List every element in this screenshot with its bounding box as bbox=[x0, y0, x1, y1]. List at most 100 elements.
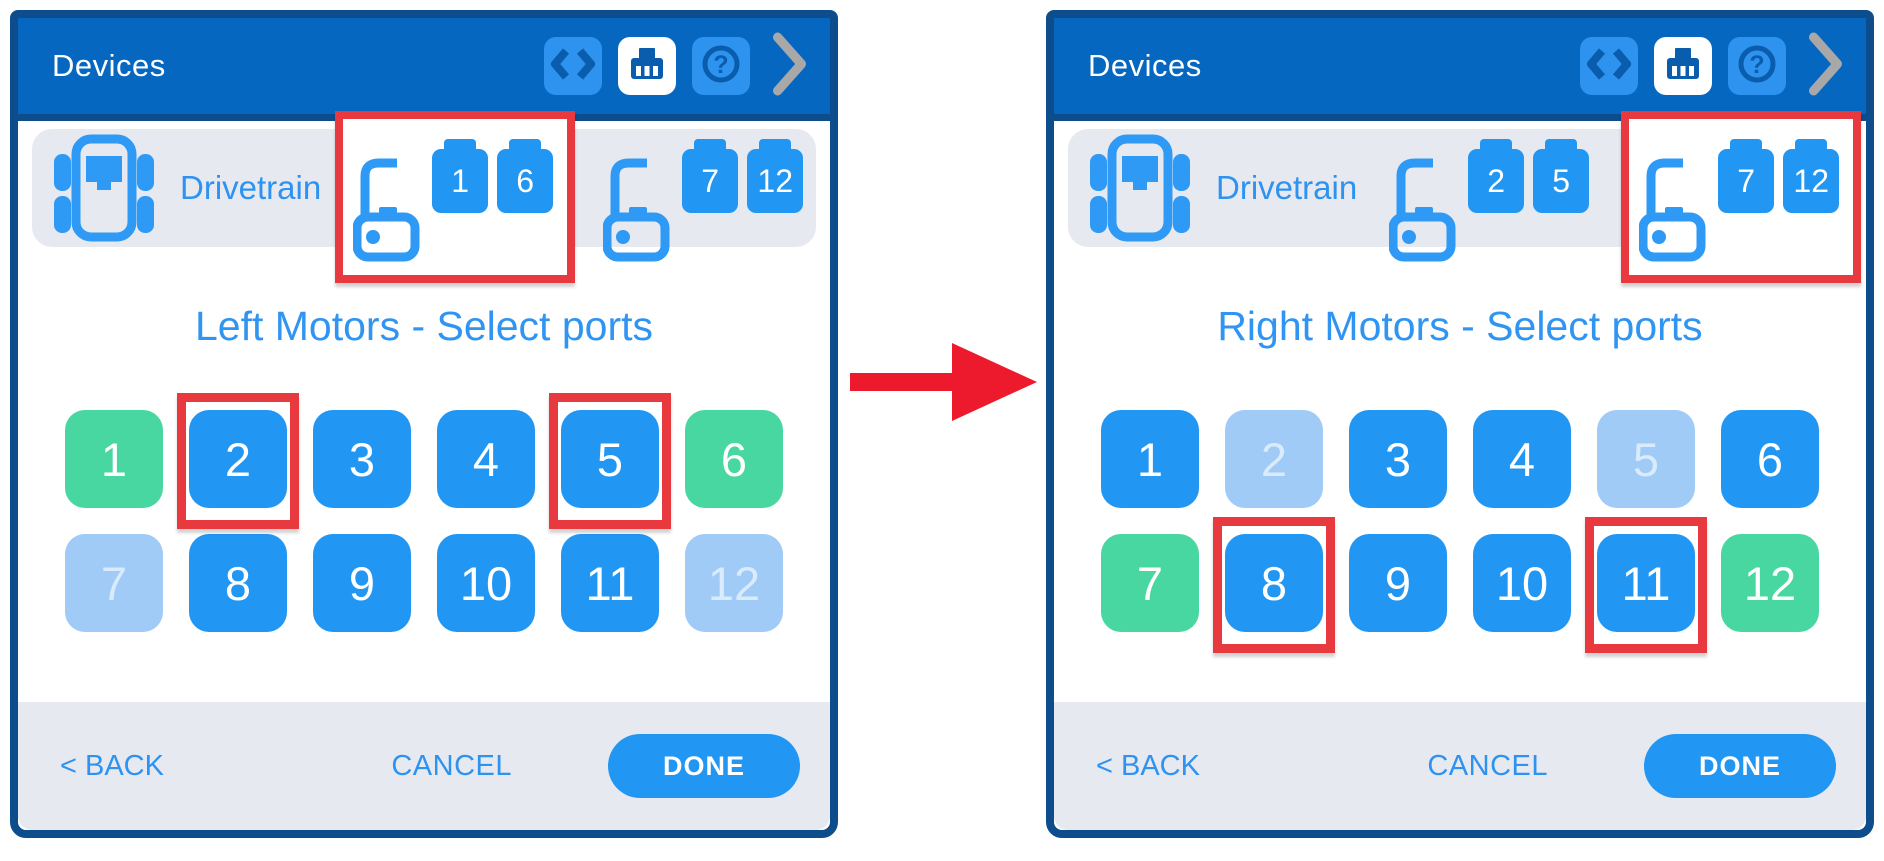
page-heading: Left Motors - Select ports bbox=[194, 303, 653, 349]
devices-ports-button[interactable] bbox=[618, 37, 676, 95]
brain-port-icon bbox=[1661, 42, 1705, 91]
left-motors-group: 1 6 bbox=[335, 111, 576, 283]
port-number: 6 bbox=[1756, 432, 1784, 486]
port-button-5[interactable]: 5 bbox=[1597, 410, 1695, 508]
help-button[interactable]: ? bbox=[1728, 37, 1786, 95]
port-number: 5 bbox=[1632, 432, 1660, 486]
port-cell: 11 bbox=[1585, 517, 1707, 653]
port-number: 11 bbox=[1621, 556, 1671, 610]
code-icon bbox=[1585, 46, 1633, 87]
port-button-6[interactable]: 6 bbox=[685, 410, 783, 508]
drivetrain-device-row[interactable]: Drivetrain 2 5 7 12 bbox=[1068, 111, 1862, 283]
port-cell: 3 bbox=[313, 410, 411, 508]
port-cell: 12 bbox=[685, 534, 783, 632]
done-button[interactable]: DONE bbox=[608, 734, 800, 798]
chevron-right-icon bbox=[772, 31, 808, 102]
port-number: 10 bbox=[1495, 556, 1549, 610]
brain-port-icon bbox=[625, 42, 669, 91]
header-bar: Devices ? bbox=[1054, 18, 1866, 121]
gyro-icon bbox=[1871, 154, 1874, 279]
port-button-3[interactable]: 3 bbox=[1349, 410, 1447, 508]
code-view-button[interactable] bbox=[544, 37, 602, 95]
port-button-8[interactable]: 8 bbox=[189, 534, 287, 632]
port-cell: 9 bbox=[1349, 534, 1447, 632]
port-button-3[interactable]: 3 bbox=[313, 410, 411, 508]
help-button[interactable]: ? bbox=[692, 37, 750, 95]
drivetrain-icon bbox=[1090, 134, 1190, 247]
port-button-10[interactable]: 10 bbox=[1473, 534, 1571, 632]
port-cell: 7 bbox=[1101, 534, 1199, 632]
cancel-button[interactable]: CANCEL bbox=[1427, 749, 1548, 782]
port-number: 12 bbox=[1743, 556, 1797, 610]
port-cell: 1 bbox=[65, 410, 163, 508]
footer-bar: < BACK CANCEL DONE bbox=[18, 702, 830, 830]
port-cell: 2 bbox=[177, 393, 299, 529]
port-button-5[interactable]: 5 bbox=[561, 410, 659, 508]
port-cell: 5 bbox=[549, 393, 671, 529]
chevron-right-icon bbox=[1808, 31, 1844, 102]
drivetrain-label: Drivetrain bbox=[1216, 169, 1358, 206]
motor-bracket-icon bbox=[1388, 151, 1459, 268]
port-button-8[interactable]: 8 bbox=[1225, 534, 1323, 632]
drivetrain-icon bbox=[54, 134, 154, 247]
port-button-12[interactable]: 12 bbox=[1721, 534, 1819, 632]
expand-panel-button[interactable] bbox=[1808, 31, 1844, 102]
port-number: 6 bbox=[720, 432, 748, 486]
page-heading: Right Motors - Select ports bbox=[1217, 303, 1703, 349]
motor-bracket-icon bbox=[352, 151, 423, 268]
port-cell: 3 bbox=[1349, 410, 1447, 508]
expand-panel-button[interactable] bbox=[772, 31, 808, 102]
port-cell: 9 bbox=[313, 534, 411, 632]
left-motors-group: 2 5 bbox=[1371, 111, 1611, 283]
devices-ports-button[interactable] bbox=[1654, 37, 1712, 95]
gyro-icon bbox=[835, 154, 838, 279]
drivetrain-device-row[interactable]: Drivetrain 1 6 7 12 bbox=[32, 111, 816, 283]
port-button-6[interactable]: 6 bbox=[1721, 410, 1819, 508]
port-button-9[interactable]: 9 bbox=[1349, 534, 1447, 632]
code-view-button[interactable] bbox=[1580, 37, 1638, 95]
port-button-10[interactable]: 10 bbox=[437, 534, 535, 632]
devices-panel-after: Devices ? bbox=[1046, 10, 1874, 838]
port-button-7[interactable]: 7 bbox=[1101, 534, 1199, 632]
footer-bar: < BACK CANCEL DONE bbox=[1054, 702, 1866, 830]
port-number: 4 bbox=[472, 432, 500, 486]
devices-panel-before: Devices ? bbox=[10, 10, 838, 838]
motor-port-badge: 5 bbox=[1533, 149, 1590, 213]
port-button-12[interactable]: 12 bbox=[685, 534, 783, 632]
help-icon: ? bbox=[1734, 41, 1780, 92]
back-button[interactable]: < BACK bbox=[60, 749, 164, 782]
port-number: 3 bbox=[1384, 432, 1412, 486]
port-cell: 5 bbox=[1597, 410, 1695, 508]
transition-arrow-icon bbox=[848, 338, 1040, 431]
port-button-9[interactable]: 9 bbox=[313, 534, 411, 632]
port-cell: 7 bbox=[65, 534, 163, 632]
port-cell: 6 bbox=[685, 410, 783, 508]
panel-content: Drivetrain 2 5 7 12 bbox=[1054, 111, 1866, 702]
port-button-7[interactable]: 7 bbox=[65, 534, 163, 632]
port-button-1[interactable]: 1 bbox=[1101, 410, 1199, 508]
port-cell: 11 bbox=[561, 534, 659, 632]
port-cell: 2 bbox=[1225, 410, 1323, 508]
motor-port-badge: 7 bbox=[1718, 149, 1775, 213]
port-number: 4 bbox=[1508, 432, 1536, 486]
port-button-11[interactable]: 11 bbox=[1597, 534, 1695, 632]
done-button[interactable]: DONE bbox=[1644, 734, 1836, 798]
port-button-1[interactable]: 1 bbox=[65, 410, 163, 508]
cancel-button[interactable]: CANCEL bbox=[391, 749, 512, 782]
header-icons: ? bbox=[1580, 31, 1844, 102]
motor-port-badge: 12 bbox=[747, 149, 804, 213]
port-button-11[interactable]: 11 bbox=[561, 534, 659, 632]
port-cell: 1 bbox=[1101, 410, 1199, 508]
port-number: 1 bbox=[1136, 432, 1164, 486]
port-grid: 1 2 3 4 5 6 7 bbox=[18, 393, 830, 632]
port-button-4[interactable]: 4 bbox=[1473, 410, 1571, 508]
port-button-4[interactable]: 4 bbox=[437, 410, 535, 508]
back-button[interactable]: < BACK bbox=[1096, 749, 1200, 782]
port-button-2[interactable]: 2 bbox=[189, 410, 287, 508]
port-cell: 8 bbox=[1213, 517, 1335, 653]
port-number: 2 bbox=[1260, 432, 1288, 486]
motor-port-badge: 7 bbox=[682, 149, 739, 213]
port-cell: 4 bbox=[1473, 410, 1571, 508]
optional-devices bbox=[1871, 126, 1874, 251]
port-button-2[interactable]: 2 bbox=[1225, 410, 1323, 508]
